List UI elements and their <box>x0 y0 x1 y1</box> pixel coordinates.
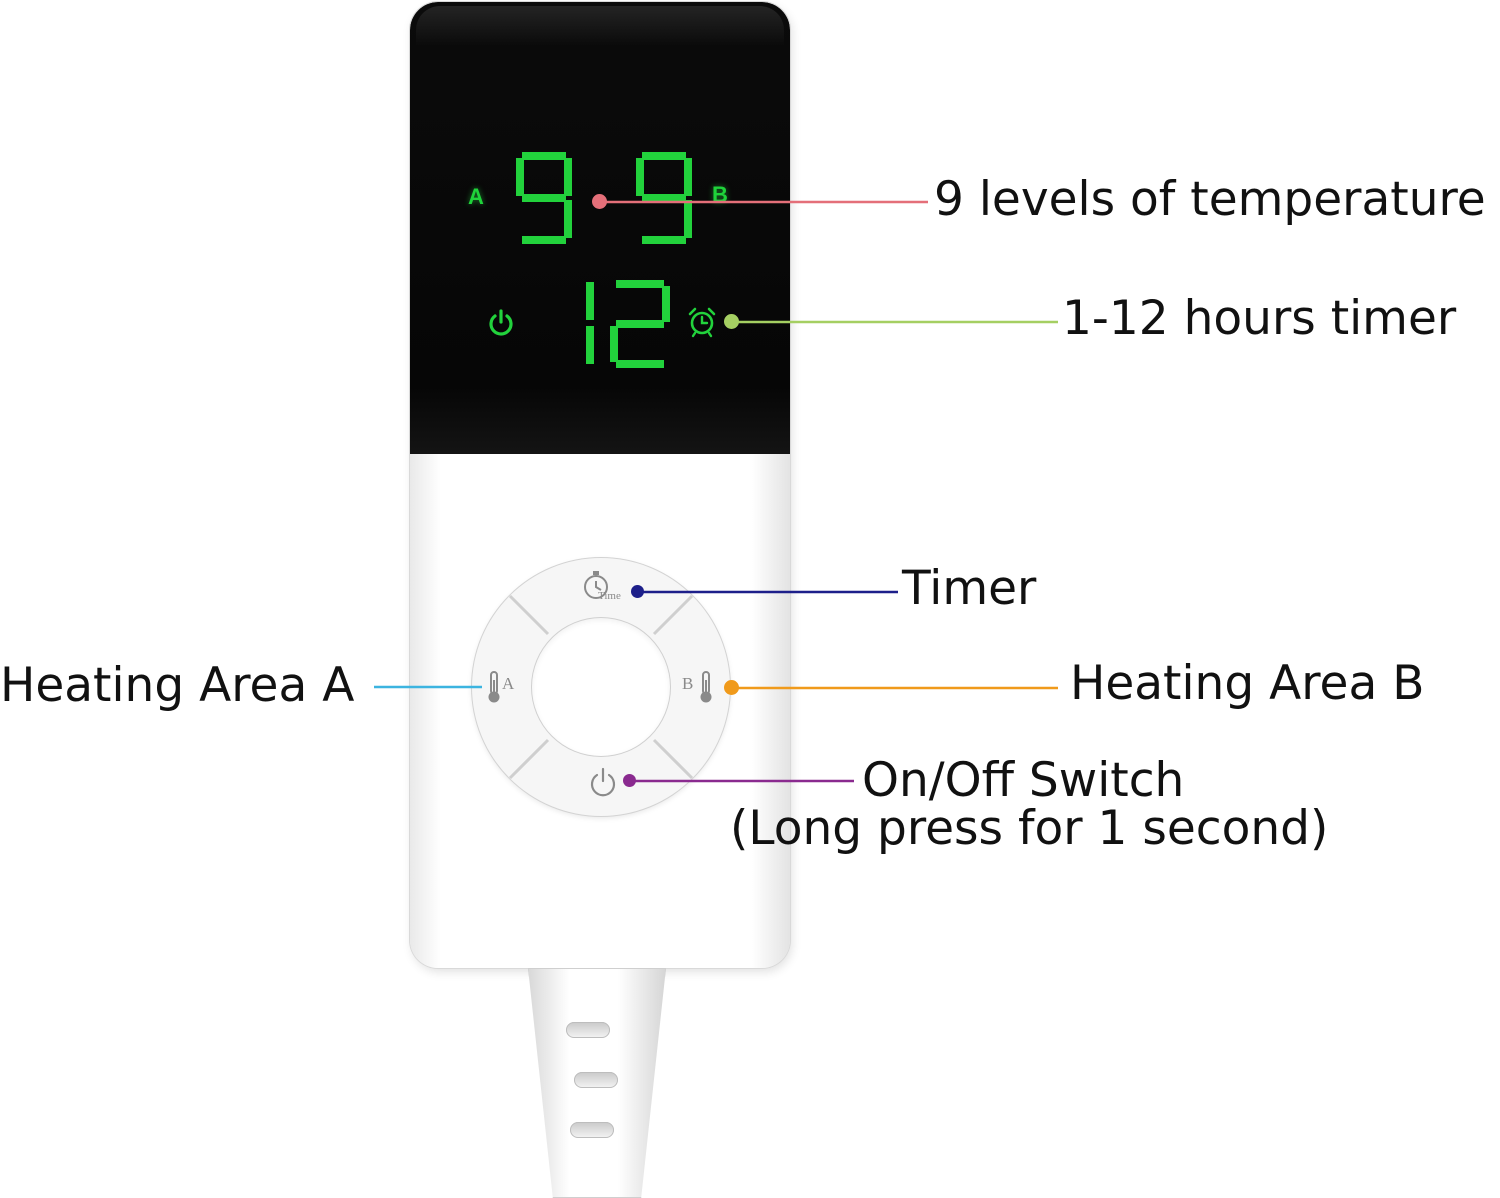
level-b-digit <box>636 152 692 244</box>
thermometer-icon <box>700 671 712 703</box>
zone-a-indicator: A <box>468 184 484 209</box>
alarm-clock-icon <box>688 307 716 338</box>
heating-a-button-label: A <box>502 674 515 693</box>
timer-hours-marker <box>724 314 739 329</box>
power-icon <box>590 767 616 797</box>
power-icon <box>489 309 513 336</box>
heating-b-marker <box>724 680 739 695</box>
timer-hours-callout: 1-12 hours timer <box>1062 291 1457 346</box>
thermometer-icon <box>488 671 500 703</box>
heating-area-a-button[interactable]: A <box>478 664 528 710</box>
heating-a-callout: Heating Area A <box>0 658 355 713</box>
power-button-marker <box>623 774 636 787</box>
screen-reflection <box>416 6 784 46</box>
temperature-marker <box>592 194 607 209</box>
stopwatch-icon <box>584 571 608 599</box>
center-button[interactable] <box>532 618 670 756</box>
button-pad-dividers <box>508 594 694 780</box>
power-button[interactable] <box>576 758 630 806</box>
heating-area-b-button[interactable]: B <box>680 664 724 710</box>
cable-grip-ridge <box>574 1072 618 1088</box>
lcd-display: A B <box>410 2 790 454</box>
heating-controller: A B <box>410 2 790 968</box>
timer-button-label: Time <box>598 590 621 602</box>
power-callout-note: (Long press for 1 second) <box>730 801 1329 856</box>
cable-grip-ridge <box>570 1122 614 1138</box>
level-a-digit <box>516 152 572 244</box>
timer-button-marker <box>631 585 644 598</box>
heating-b-callout: Heating Area B <box>1070 656 1425 711</box>
timer-button[interactable]: Time <box>560 560 642 612</box>
cable-grip-ridge <box>566 1022 610 1038</box>
power-callout-title: On/Off Switch <box>862 753 1185 808</box>
heating-b-button-label: B <box>682 674 694 693</box>
timer-digits <box>586 280 670 368</box>
temperature-callout: 9 levels of temperature <box>934 172 1486 227</box>
timer-button-callout: Timer <box>902 561 1037 616</box>
